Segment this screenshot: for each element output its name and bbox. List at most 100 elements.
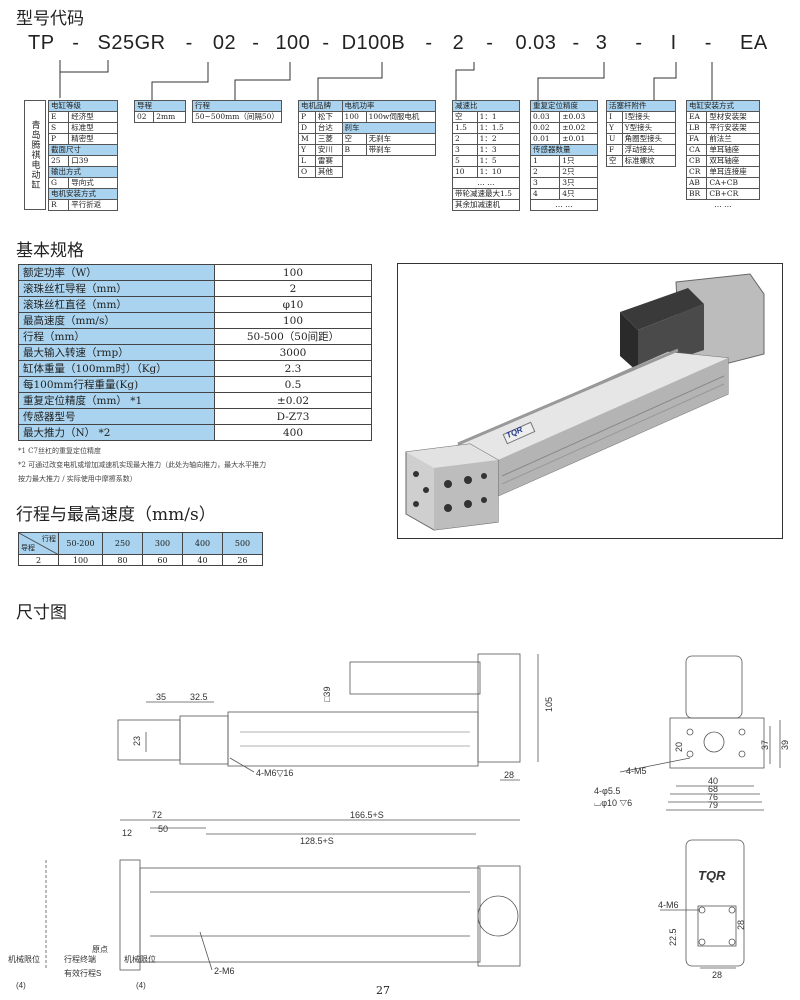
motor-brand-name: 安川 [314, 144, 343, 156]
dim-20: 20 [674, 742, 684, 752]
code-part: 3 [595, 32, 608, 54]
spec-row: 行程（mm）50-500（50间距） [18, 328, 372, 345]
model-code-string: TP - S25GR - 02 - 100 - D100B - 2 - 0.03… [28, 32, 768, 55]
stroke-header: 行程 [192, 100, 282, 112]
spec-key: 传感器型号 [18, 408, 215, 425]
dim-68: 68 [708, 784, 718, 794]
corner-top-label: 行程 [42, 535, 56, 543]
sensor-code: 4 [529, 188, 561, 200]
dim-50: 50 [158, 824, 168, 834]
spec-row: 最高速度（mm/s）100 [18, 312, 372, 329]
speed-cell: 80 [102, 554, 143, 566]
accuracy-box: 重复定位精度 0.03±0.03 0.02±0.02 0.01±0.01 传感器… [529, 100, 598, 211]
rod-desc: 角圈型接头 [621, 133, 677, 145]
grade-desc: 标准型 [68, 122, 118, 134]
brand-vertical-box: 青岛腾祺电动缸 [24, 100, 46, 210]
code-sep: - [704, 32, 712, 54]
reducer-code: 2 [452, 133, 478, 145]
install-desc: 平行安装架 [706, 122, 760, 134]
dim-166-5: 166.5+S [350, 810, 384, 820]
spec-value: 2 [214, 280, 372, 297]
code-part: 0.03 [515, 32, 557, 54]
code-sep: - [322, 32, 330, 54]
dim-m6-16: 4-M6▽16 [256, 768, 293, 778]
spec-row: 缸体重量（100mm时）（Kg）2.3 [18, 360, 372, 377]
reducer-ratio: 1：3 [476, 144, 521, 156]
spec-row: 每100mm行程重量(Kg)0.5 [18, 376, 372, 393]
brake-desc: 带刹车 [365, 144, 437, 156]
code-part: D100B [341, 32, 406, 54]
install-code: CA [685, 144, 708, 156]
install-desc: 单耳连接座 [706, 166, 760, 178]
corner-diagonal [19, 533, 59, 555]
label-stroke-end: 行程终端 [64, 954, 96, 964]
section-code: 25 [47, 155, 70, 167]
speed-cell: 100 [58, 554, 103, 566]
rod-header: 活塞杆附件 [606, 100, 676, 112]
sensor-count: 1只 [559, 155, 598, 167]
spec-value: D-Z73 [214, 408, 372, 425]
rod-desc: 标准螺纹 [621, 155, 677, 167]
motor-brand-code: O [298, 166, 316, 178]
dim-2-m6: 2-M6 [214, 966, 235, 976]
motor-power-code: 100 [341, 111, 367, 123]
spec-value: 0.5 [214, 376, 372, 393]
stroke-box: 行程 50~500mm（间隔50） [192, 100, 282, 123]
brake-header: 刹车 [341, 122, 437, 134]
dim-4b: (4) [136, 981, 146, 990]
spec-value: φ10 [214, 296, 372, 313]
dim-35: 35 [156, 692, 166, 702]
spec-key: 行程（mm） [18, 328, 215, 345]
spec-value: 50-500（50间距） [214, 328, 372, 345]
sensor-count: 3只 [559, 177, 598, 189]
dim-m6b: 4-M6 [658, 900, 679, 910]
reducer-code: 10 [452, 166, 478, 178]
speed-title: 行程与最高速度（mm/s） [16, 505, 216, 525]
motor-brand-code: M [298, 133, 316, 145]
install-code: LB [685, 122, 708, 134]
motor-brand-code: Y [298, 144, 316, 156]
install-code: BR [685, 188, 708, 200]
rod-code: U [606, 133, 623, 145]
brand-vertical-label: 青岛腾祺电动缸 [29, 120, 40, 190]
output-desc: 导向式 [68, 177, 118, 189]
spec-row: 额定功率（W）100 [18, 264, 372, 281]
code-part: 100 [275, 32, 311, 54]
sensor-count: 4只 [559, 188, 598, 200]
code-part: EA [740, 32, 768, 54]
spec-row: 重复定位精度（mm） *1±0.02 [18, 392, 372, 409]
sensor-header: 传感器数量 [530, 144, 598, 156]
motor-brand-name: 三菱 [314, 133, 343, 145]
label-effective-stroke: 有效行程S [64, 968, 101, 978]
code-part: S25GR [97, 32, 166, 54]
speed-cell: 60 [142, 554, 183, 566]
dim-128-5: 128.5+S [300, 836, 334, 846]
spec-value: ±0.02 [214, 392, 372, 409]
dim-12: 12 [122, 828, 132, 838]
rod-code: I [606, 111, 623, 123]
lead-header: 导程 [134, 100, 186, 112]
rod-code: Y [606, 122, 623, 134]
speed-cell: 40 [182, 554, 223, 566]
motor-power-header: 电机功率 [341, 100, 437, 112]
reducer-ratio: 1：2 [476, 133, 521, 145]
product-photo: TQR [397, 263, 783, 539]
sensor-more: … … [530, 199, 598, 211]
install-desc: 前法兰 [706, 133, 760, 145]
code-part: 02 [212, 32, 237, 54]
dim-28c: 28 [712, 970, 722, 980]
reducer-code: 1.5 [452, 122, 478, 134]
grade-code: E [47, 111, 70, 123]
install-desc: CA+CB [706, 177, 760, 189]
dims-title: 尺寸图 [16, 603, 67, 623]
mount-header: 电机安装方式 [48, 188, 118, 200]
install-code: CR [685, 166, 708, 178]
accuracy-code: 0.03 [529, 111, 561, 123]
speed-corner: 行程 导程 [18, 532, 59, 555]
spec-note: 按力最大推力 / 实际使用中摩擦系数） [18, 475, 137, 483]
rod-desc: 浮动接头 [621, 144, 677, 156]
reducer-code: 3 [452, 144, 478, 156]
spec-value: 3000 [214, 344, 372, 361]
